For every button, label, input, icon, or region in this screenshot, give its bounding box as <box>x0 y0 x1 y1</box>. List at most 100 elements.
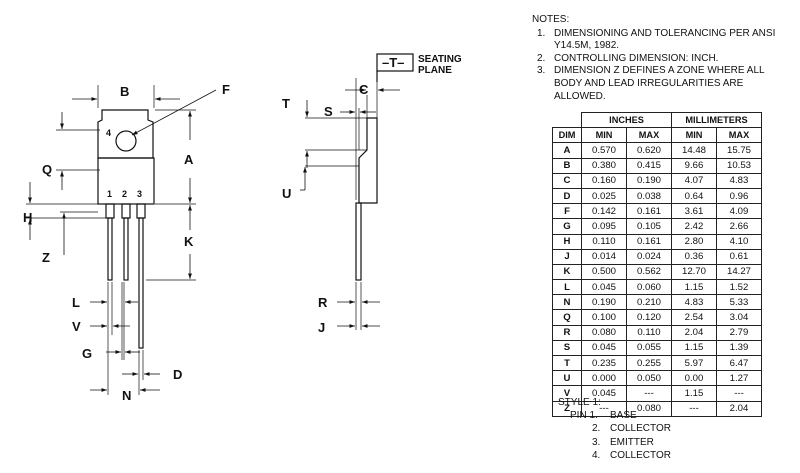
table-cell-value: 2.66 <box>716 218 762 235</box>
pin-assignment: 3. EMITTER <box>558 436 654 449</box>
label-l: L <box>72 295 80 310</box>
table-cell-value: 0.050 <box>626 370 672 387</box>
pin-assignment: 2. COLLECTOR <box>558 422 671 435</box>
table-cell-value: 0.562 <box>626 263 672 281</box>
dimensions-table: INCHES MILLIMETERS DIM MIN MAX MIN MAX A… <box>552 111 762 417</box>
table-cell-value: 0.61 <box>716 248 762 265</box>
note-item: 1. DIMENSIONING AND TOLERANCING PER ANSI… <box>532 28 794 53</box>
pin-number-2: 2 <box>122 189 127 199</box>
label-h: H <box>23 210 32 225</box>
label-d: D <box>173 367 182 382</box>
table-cell-dim: J <box>552 248 582 265</box>
table-cell-value: 2.79 <box>716 324 762 341</box>
table-cell-value: 2.80 <box>671 233 717 250</box>
label-c: C <box>359 82 369 97</box>
table-cell-value: 4.10 <box>716 233 762 250</box>
table-cell-dim: Q <box>552 309 582 326</box>
table-header-max-in: MAX <box>626 127 672 144</box>
note-number: 2. <box>537 52 546 64</box>
table-cell-dim: T <box>552 354 582 372</box>
pin-assignment: 4. COLLECTOR <box>558 449 671 462</box>
table-cell-value: 4.83 <box>716 172 762 189</box>
label-b: B <box>120 84 129 99</box>
table-cell-value: 0.014 <box>581 248 627 265</box>
table-cell-value: --- <box>581 400 627 417</box>
table-cell-value: 0.36 <box>671 248 717 265</box>
table-cell-value: 5.97 <box>671 354 717 372</box>
notes-list: 1. DIMENSIONING AND TOLERANCING PER ANSI… <box>532 28 794 104</box>
label-g: G <box>82 346 92 361</box>
table-cell-value: 0.095 <box>581 218 627 235</box>
table-cell-value: 0.570 <box>581 142 627 159</box>
table-cell-value: 0.64 <box>671 187 717 205</box>
pin-assignment-name: COLLECTOR <box>610 449 671 461</box>
table-cell-value: 0.620 <box>626 142 672 159</box>
table-cell-value: 0.105 <box>626 218 672 235</box>
seating-plane-label-1: SEATING <box>418 54 462 65</box>
table-cell-value: 1.27 <box>716 370 762 387</box>
table-group-header-row: INCHES MILLIMETERS <box>552 111 762 129</box>
table-cell-value: 0.110 <box>581 233 627 250</box>
table-header-min-in: MIN <box>581 127 627 144</box>
pin-assignment-name: COLLECTOR <box>610 423 671 435</box>
table-cell-value: 1.52 <box>716 279 762 296</box>
table-cell-value: --- <box>626 385 672 402</box>
table-header-dim: DIM <box>552 127 582 144</box>
table-cell-dim: F <box>552 203 582 220</box>
pin-assignment-number: 3. <box>592 436 601 448</box>
table-cell-value: 0.120 <box>626 309 672 326</box>
lead-3 <box>136 203 146 349</box>
label-k: K <box>184 234 194 249</box>
table-cell-value: 12.70 <box>671 263 717 281</box>
table-row: Z---0.080---2.04 <box>552 400 762 417</box>
note-number: 3. <box>537 65 546 77</box>
lead-2 <box>121 203 131 281</box>
table-cell-value: 0.100 <box>581 309 627 326</box>
mounting-hole <box>115 130 137 152</box>
pin-number-1: 1 <box>107 189 112 199</box>
table-cell-value: 2.42 <box>671 218 717 235</box>
table-cell-value: 0.190 <box>626 172 672 189</box>
table-header-min-mm: MIN <box>671 127 717 144</box>
table-cell-value: 0.110 <box>626 324 672 341</box>
table-cell-dim: C <box>552 172 582 189</box>
table-cell-value: 2.04 <box>671 324 717 341</box>
label-z: Z <box>42 250 50 265</box>
style-title: STYLE 1: <box>558 397 601 408</box>
table-cell-value: 14.48 <box>671 142 717 159</box>
label-f: F <box>222 82 230 97</box>
note-number: 1. <box>537 27 546 39</box>
pin-assignment-name: BASE <box>610 410 637 422</box>
label-a: A <box>184 152 194 167</box>
side-view-outline <box>358 117 378 204</box>
table-cell-dim: L <box>552 279 582 296</box>
label-t: T <box>282 96 290 111</box>
table-cell-dim: N <box>552 294 582 311</box>
note-line: CONTROLLING DIMENSION: INCH. <box>554 52 719 64</box>
table-cell-value: 0.415 <box>626 157 672 174</box>
label-v: V <box>72 319 81 334</box>
table-cell-value: 0.190 <box>581 294 627 311</box>
table-cell-value: 10.53 <box>716 157 762 174</box>
seating-plane-label-2: PLANE <box>418 65 452 76</box>
table-cell-value: 2.54 <box>671 309 717 326</box>
table-cell-value: 0.210 <box>626 294 672 311</box>
note-line: BODY AND LEAD IRREGULARITIES ARE <box>554 77 744 89</box>
label-n: N <box>122 388 131 403</box>
table-cell-value: 3.04 <box>716 309 762 326</box>
table-cell-value: 5.33 <box>716 294 762 311</box>
style-section: STYLE 1: PIN 1. BASE 2. COLLECTOR 3. EMI… <box>558 396 671 462</box>
table-cell-value: 6.47 <box>716 354 762 372</box>
table-header-inches: INCHES <box>581 111 672 129</box>
table-cell-dim: G <box>552 218 582 235</box>
side-view-lead <box>355 202 362 281</box>
pin-assignment-number: 4. <box>592 449 601 461</box>
